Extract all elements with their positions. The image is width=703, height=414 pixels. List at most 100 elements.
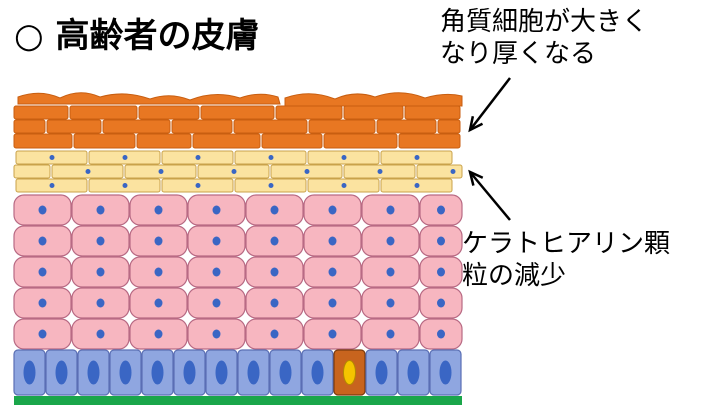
granular-nucleus (377, 169, 383, 174)
granular-nucleus (414, 155, 420, 160)
annotation-line: 角質細胞が大きく (440, 7, 649, 37)
granular-cell (416, 164, 463, 179)
corneum-cell (200, 105, 275, 120)
granular-nucleus (49, 155, 55, 160)
spinous-nucleus (386, 236, 395, 246)
corneum-cell (73, 133, 136, 149)
spinous-nucleus (328, 298, 337, 308)
granular-nucleus (195, 155, 201, 160)
spinous-nucleus (154, 205, 163, 215)
spinous-nucleus (270, 205, 279, 215)
spinous-nucleus (328, 267, 337, 277)
spinous-nucleus (96, 329, 105, 339)
spinous-nucleus (38, 267, 47, 277)
spinous-nucleus (328, 329, 337, 339)
corneum-cell (275, 105, 343, 120)
spinous-nucleus (38, 298, 47, 308)
spinous-nucleus (38, 329, 47, 339)
basal-nucleus (215, 360, 228, 385)
granular-layer (13, 150, 463, 193)
granular-cell (13, 164, 51, 179)
annotation-keratohyalin: ケラトヒアリン顆 粒の減少 (462, 228, 670, 292)
spinous-nucleus (386, 205, 395, 215)
spinous-nucleus (386, 267, 395, 277)
corneum-cell (171, 119, 233, 134)
spinous-nucleus (212, 298, 221, 308)
arrow-head (468, 116, 484, 133)
corneum-cell (376, 119, 437, 134)
basal-nucleus (151, 360, 164, 385)
corneum-flake (284, 92, 463, 107)
spinous-nucleus (38, 205, 47, 215)
corneum-cell (13, 133, 73, 149)
basal-nucleus (23, 360, 36, 385)
corneum-cell (13, 105, 69, 120)
melanocyte-nucleus (343, 360, 356, 385)
spinous-nucleus (386, 329, 395, 339)
spinous-nucleus (212, 236, 221, 246)
granular-nucleus (49, 183, 55, 188)
granular-nucleus (122, 183, 128, 188)
corneum-cell (398, 133, 461, 149)
spinous-nucleus (437, 236, 445, 246)
arrow-head (468, 169, 484, 186)
annotation-line: ケラトヒアリン顆 (462, 229, 671, 259)
granular-nucleus (450, 169, 456, 174)
corneum-cell (13, 119, 46, 134)
annotation-line: 粒の減少 (462, 261, 567, 291)
granular-nucleus (341, 183, 347, 188)
granular-nucleus (85, 169, 91, 174)
granular-nucleus (231, 169, 237, 174)
spinous-nucleus (212, 267, 221, 277)
corneum-cell (192, 133, 261, 149)
spinous-nucleus (96, 205, 105, 215)
corneum-cell (343, 105, 404, 120)
spinous-nucleus (270, 329, 279, 339)
spinous-nucleus (154, 267, 163, 277)
basal-nucleus (407, 360, 420, 385)
spinous-nucleus (96, 298, 105, 308)
granular-nucleus (268, 183, 274, 188)
spinous-layer (13, 194, 463, 350)
granular-nucleus (122, 155, 128, 160)
corneum-cell (404, 105, 461, 120)
corneum-cell (261, 133, 323, 149)
granular-nucleus (195, 183, 201, 188)
spinous-nucleus (96, 267, 105, 277)
spinous-nucleus (270, 236, 279, 246)
spinous-nucleus (328, 205, 337, 215)
spinous-nucleus (154, 236, 163, 246)
arrows (468, 77, 511, 221)
granular-nucleus (414, 183, 420, 188)
spinous-nucleus (38, 236, 47, 246)
basal-nucleus (247, 360, 260, 385)
basal-nucleus (311, 360, 324, 385)
corneum-cell (69, 105, 138, 120)
basal-nucleus (183, 360, 196, 385)
basal-layer (13, 349, 462, 396)
spinous-nucleus (154, 298, 163, 308)
basement-membrane (14, 396, 462, 405)
basal-nucleus (279, 360, 292, 385)
granular-nucleus (304, 169, 310, 174)
spinous-nucleus (212, 329, 221, 339)
corneum-cell (138, 105, 200, 120)
corneum-cell (437, 119, 461, 134)
arrow-line (469, 171, 511, 221)
corneum-cell (323, 133, 398, 149)
spinous-nucleus (437, 298, 445, 308)
spinous-nucleus (437, 267, 445, 277)
annotation-line: なり厚くなる (440, 39, 597, 69)
spinous-nucleus (328, 236, 337, 246)
basal-nucleus (119, 360, 132, 385)
spinous-nucleus (212, 205, 221, 215)
annotation-stratum-corneum: 角質細胞が大きく なり厚くなる (440, 6, 648, 70)
spinous-nucleus (386, 298, 395, 308)
basal-nucleus (439, 360, 452, 385)
granular-nucleus (341, 155, 347, 160)
corneum-cell (308, 119, 376, 134)
corneum-cell (233, 119, 308, 134)
spinous-nucleus (96, 236, 105, 246)
granular-nucleus (268, 155, 274, 160)
